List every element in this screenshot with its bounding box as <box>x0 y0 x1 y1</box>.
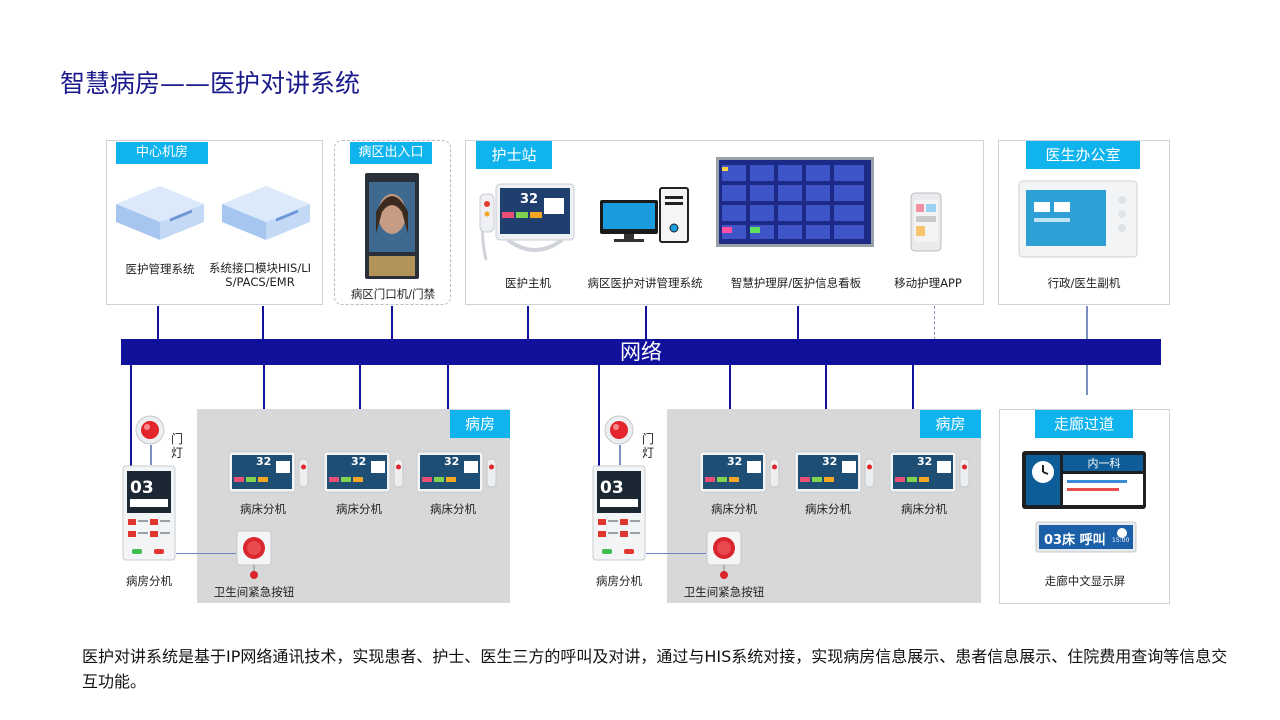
connector-line <box>619 445 621 465</box>
label-intercom-management: 病区医护对讲管理系统 <box>587 276 703 290</box>
bed-unit-icon <box>889 451 970 493</box>
corridor-display-dept: 内一科 <box>1087 457 1121 470</box>
central-room-tag: 中心机房 <box>116 142 208 164</box>
desktop-computer-icon <box>600 187 689 243</box>
label-bed-unit: 病床分机 <box>430 502 476 516</box>
room-unit-icon <box>122 465 176 561</box>
label-emergency-button: 卫生间紧急按钮 <box>213 585 295 599</box>
wireless-connector-line <box>934 306 935 340</box>
door-light-icon <box>604 415 634 445</box>
connector-line <box>729 365 731 409</box>
call-display-time: 15:00 <box>1112 537 1130 544</box>
nurse-station-tag: 护士站 <box>476 141 552 169</box>
connector-line <box>1086 306 1088 340</box>
label-bed-unit: 病床分机 <box>805 502 851 516</box>
label-mobile-nursing-app: 移动护理APP <box>894 276 962 290</box>
connector-line <box>391 306 393 340</box>
bed-unit-temp: 32 <box>351 455 367 468</box>
emergency-button-icon <box>706 530 742 579</box>
label-room-unit: 病房分机 <box>596 574 642 588</box>
label-room-unit: 病房分机 <box>126 574 172 588</box>
connector-line <box>912 365 914 409</box>
door-light-icon <box>135 415 165 445</box>
label-interface-module: 系统接口模块HIS/LIS/PACS/EMR <box>208 261 311 289</box>
page-title: 智慧病房——医护对讲系统 <box>60 69 361 98</box>
bed-unit-icon <box>794 451 875 493</box>
server-icon <box>116 186 204 240</box>
mobile-phone-icon <box>910 192 942 252</box>
room-unit-number: 03 <box>130 478 154 498</box>
connector-line <box>176 553 236 554</box>
nurse-host-icon <box>479 183 575 261</box>
bed-unit-temp: 32 <box>917 455 933 468</box>
connector-line <box>157 306 159 340</box>
label-medical-management-system: 医护管理系统 <box>125 262 195 276</box>
door-terminal-icon <box>365 173 419 279</box>
entrance-tag: 病区出入口 <box>350 142 432 164</box>
label-doctor-terminal: 行政/医生副机 <box>1047 276 1121 290</box>
label-emergency-button: 卫生间紧急按钮 <box>683 585 765 599</box>
connector-line <box>646 553 706 554</box>
connector-line <box>359 365 361 409</box>
ward-tag: 病房 <box>450 410 510 438</box>
connector-line <box>645 306 647 340</box>
bed-unit-temp: 32 <box>727 455 743 468</box>
connector-line <box>825 365 827 409</box>
corridor-display-icon <box>1022 451 1146 509</box>
information-board-icon <box>716 157 874 247</box>
connector-line <box>262 306 264 340</box>
label-door-light: 门灯 <box>641 432 654 460</box>
bed-unit-icon <box>699 451 780 493</box>
doctor-terminal-icon <box>1018 180 1138 258</box>
call-display-text: 03床 呼叫 <box>1044 533 1106 548</box>
room-unit-icon <box>592 465 646 561</box>
system-description: 医护对讲系统是基于IP网络通讯技术，实现患者、护士、医生三方的呼叫及对讲，通过与… <box>82 647 1228 691</box>
connector-line <box>130 365 132 469</box>
bed-unit-icon <box>416 451 497 493</box>
doctor-office-tag: 医生办公室 <box>1026 141 1140 169</box>
connector-line <box>150 445 152 465</box>
emergency-button-icon <box>236 530 272 579</box>
connector-line <box>598 365 600 469</box>
bed-unit-icon <box>323 451 404 493</box>
label-smart-nursing-screen: 智慧护理屏/医护信息看板 <box>730 276 862 290</box>
bed-unit-icon <box>228 451 309 493</box>
ward-room-area <box>667 409 981 603</box>
network-bar: 网络 <box>121 339 1161 365</box>
ward-tag: 病房 <box>920 410 981 438</box>
label-door-light: 门灯 <box>170 432 183 460</box>
connector-line <box>797 306 799 340</box>
label-bed-unit: 病床分机 <box>336 502 382 516</box>
bed-unit-temp: 32 <box>444 455 460 468</box>
connector-line <box>263 365 265 409</box>
bed-unit-temp: 32 <box>256 455 272 468</box>
host-temp-text: 32 <box>520 192 539 207</box>
label-entrance-terminal: 病区门口机/门禁 <box>350 287 436 301</box>
label-bed-unit: 病床分机 <box>240 502 286 516</box>
label-bed-unit: 病床分机 <box>901 502 947 516</box>
call-display-icon <box>1035 521 1137 553</box>
connector-line <box>527 306 529 340</box>
server-icon <box>222 186 310 240</box>
bed-unit-temp: 32 <box>822 455 838 468</box>
label-corridor-display: 走廊中文显示屏 <box>1044 574 1126 588</box>
corridor-tag: 走廊过道 <box>1035 410 1133 438</box>
label-bed-unit: 病床分机 <box>711 502 757 516</box>
label-nurse-host: 医护主机 <box>505 276 551 290</box>
connector-line <box>447 365 449 409</box>
ward-room-area <box>197 409 510 603</box>
room-unit-number: 03 <box>600 478 624 498</box>
connector-line <box>1086 365 1088 395</box>
